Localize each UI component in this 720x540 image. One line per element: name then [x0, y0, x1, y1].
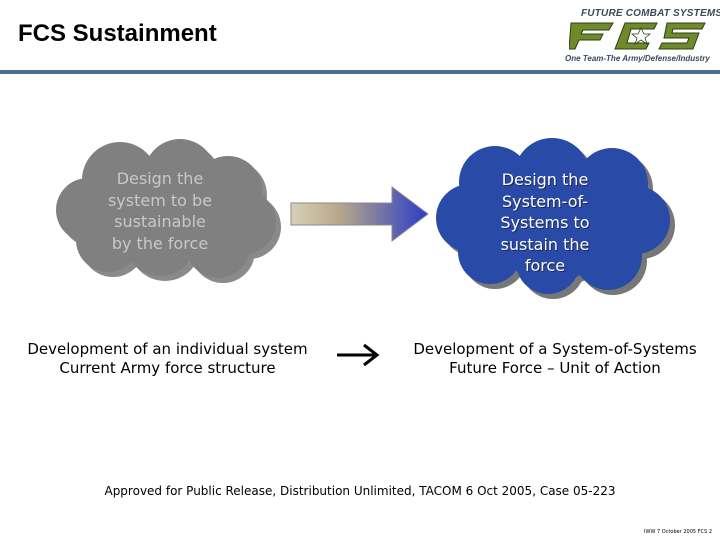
page-title: FCS Sustainment	[18, 20, 217, 47]
transition-arrow-icon	[290, 186, 429, 242]
left-cloud-text: Design the system to be sustainable by t…	[80, 168, 240, 254]
logo-wordmark-graphic	[569, 22, 706, 50]
left-cloud-shape	[56, 139, 281, 283]
left-cloud-line: sustainable	[114, 212, 206, 231]
logo-top-text: FUTURE COMBAT SYSTEMS	[581, 8, 720, 19]
logo-tagline: One Team-The Army/Defense/Industry	[565, 54, 710, 63]
release-statement: Approved for Public Release, Distributio…	[104, 484, 616, 498]
left-description: Development of an individual system Curr…	[10, 340, 325, 378]
left-cloud-line: Design the	[116, 169, 204, 188]
right-cloud-line: force	[524, 256, 566, 275]
left-cloud-line: system to be	[107, 190, 213, 210]
right-cloud-line: System-of-	[501, 191, 589, 211]
right-cloud-line: sustain the	[500, 234, 590, 254]
black-arrow-icon	[337, 343, 380, 367]
left-cloud-line: by the force	[111, 233, 209, 253]
right-cloud-text: Design the System-of- Systems to sustain…	[470, 169, 620, 277]
right-cloud-shape	[436, 138, 675, 299]
right-description-line: Future Force – Unit of Action	[449, 359, 661, 377]
left-description-line: Development of an individual system	[27, 340, 308, 358]
right-cloud-line: Systems to	[500, 213, 590, 232]
left-description-line: Current Army force structure	[59, 359, 276, 377]
header-rule	[0, 70, 720, 74]
right-cloud-line: Design the	[501, 170, 589, 189]
slide-identifier: IWW 7 October 2005 FCS 2	[644, 529, 712, 535]
right-description-line: Development of a System-of-Systems	[413, 340, 697, 358]
diagram-graphics	[56, 138, 675, 367]
right-description: Development of a System-of-Systems Futur…	[395, 340, 715, 378]
fcs-logo: FUTURE COMBAT SYSTEMS One Team-The Army/…	[555, 4, 720, 66]
